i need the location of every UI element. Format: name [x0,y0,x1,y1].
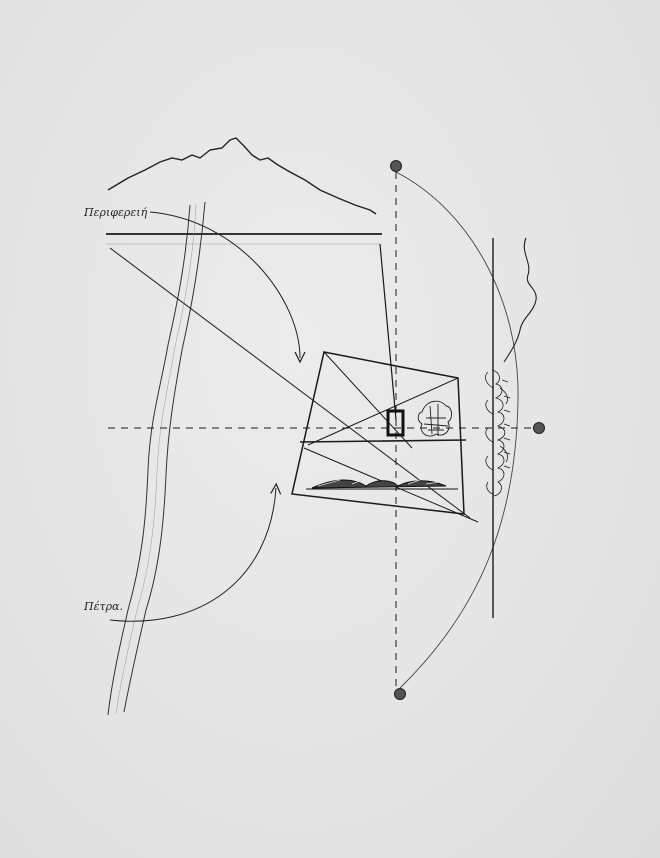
label-periphery: Περιφερειή [83,206,148,219]
diagonal-line-main [109,247,471,519]
node-bottom [394,688,406,700]
river-line-left [107,204,191,716]
river-line-mid [115,203,197,715]
node-right [533,422,545,434]
frame-diagonal-b [307,377,459,446]
arrow-curve-top [149,211,300,358]
coastline-outline [503,237,537,363]
tree-cluster-icon [417,400,453,437]
arc-right [395,171,519,689]
frame-diagonal-a [323,351,413,449]
mountain-outline [107,137,377,215]
vegetation-strip [485,369,511,497]
connector-vertical [379,243,397,421]
river-line-right [123,201,206,713]
building-icon [386,409,405,437]
site-frame [291,351,465,515]
node-top [390,160,402,172]
hills-icon [306,479,458,490]
arrow-curve-bottom [109,488,276,622]
frame-ground-line [299,439,467,443]
label-stone: Πέτρα. [83,600,123,613]
